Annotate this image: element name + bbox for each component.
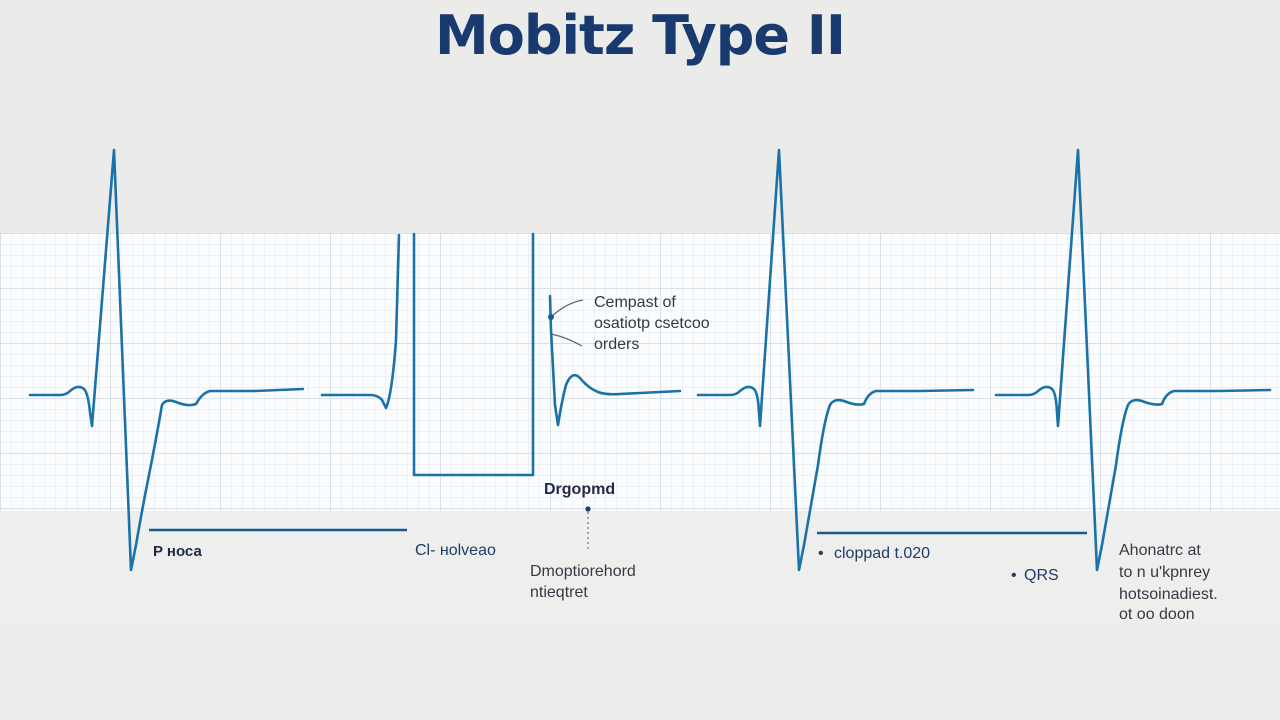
beat-2-tail <box>548 294 682 427</box>
callout-line-1: Cempast of <box>594 294 676 311</box>
qrs-bullet: • <box>1011 567 1017 584</box>
right-note-line-4: ot oo doon <box>1119 606 1195 623</box>
p-wave-label: P носа <box>153 543 202 560</box>
interval-label: Cl- ноlveao <box>415 542 496 559</box>
dropped-label: Drgopmd <box>544 481 616 498</box>
right-note-line-1: Ahonatrc at <box>1119 542 1201 559</box>
right-note-line-3: hotsoinadiest. <box>1119 586 1218 603</box>
right-note-line-2: to n u'kpnrey <box>1119 564 1211 581</box>
callout-leader-1 <box>550 299 584 318</box>
dropped-marker-dot <box>585 506 591 512</box>
callout-line-3: orders <box>594 336 640 353</box>
beat-3 <box>696 148 975 572</box>
page-title: Mobitz Type II <box>435 4 846 67</box>
beat-4 <box>994 148 1272 572</box>
dropped-interval-label: clоppаd t.020 <box>834 545 931 562</box>
callout-anchor <box>548 314 554 320</box>
dropped-note-line-2: ntieqtret <box>530 584 588 601</box>
beat-1 <box>28 148 305 572</box>
dropped-note-line-1: Dmoptiorehord <box>530 563 636 580</box>
dropped-beat-bracket <box>412 232 535 477</box>
dropped-interval-bullet: • <box>818 545 824 562</box>
callout-leader-2 <box>550 333 583 347</box>
beat-2-lead <box>320 233 401 410</box>
lower-panel <box>0 511 1280 720</box>
callout-line-2: osatiotp csetcoo <box>594 315 710 332</box>
qrs-label: QRS <box>1024 567 1059 584</box>
ecg-grid <box>0 233 1280 511</box>
